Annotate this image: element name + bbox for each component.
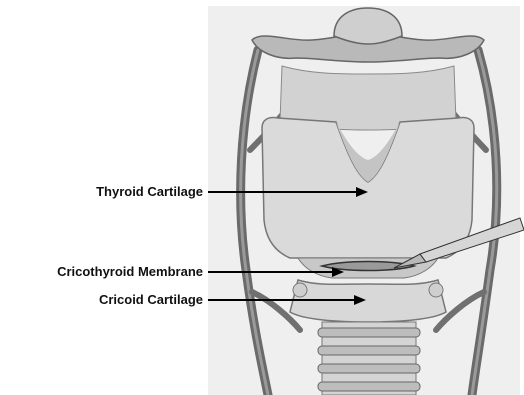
tracheal-ring-2: [318, 346, 420, 355]
tracheal-ring-1: [318, 328, 420, 337]
cricoid-cartilage-label: Cricoid Cartilage: [99, 292, 203, 308]
left-cricoid-nodule: [293, 283, 307, 297]
thyroid-cartilage-label: Thyroid Cartilage: [96, 184, 203, 200]
right-cricoid-nodule: [429, 283, 443, 297]
tracheal-ring-3: [318, 364, 420, 373]
cricothyroid-membrane-label: Cricothyroid Membrane: [57, 264, 203, 280]
tracheal-ring-4: [318, 382, 420, 391]
